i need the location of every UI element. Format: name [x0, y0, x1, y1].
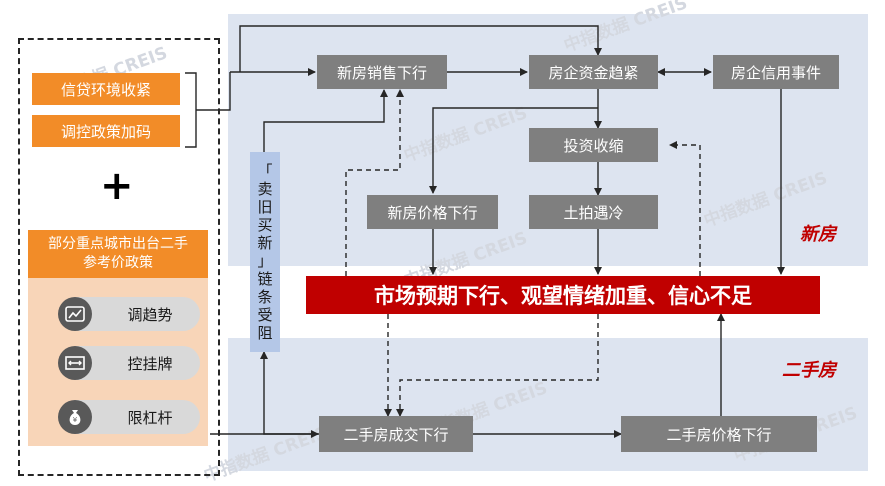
chain-char: 新: [257, 234, 273, 252]
policy-pill-label: 控挂牌: [127, 354, 173, 373]
chain-char: 链: [257, 270, 273, 288]
chain-char: 条: [257, 288, 273, 306]
policy-item-regulation: 调控政策加码: [32, 115, 180, 147]
section-label-new-house: 新房: [800, 224, 836, 245]
svg-text:¥: ¥: [73, 416, 78, 424]
node-developer-funds-tight: 房企资金趋紧: [529, 55, 658, 89]
secondhand-policy-title: 部分重点城市出台二手 参考价政策: [28, 230, 208, 278]
plus-sign: +: [100, 163, 134, 209]
trend-icon: [58, 297, 92, 331]
chain-char: 「: [257, 162, 273, 180]
policy-pill-label: 调趋势: [127, 305, 173, 324]
listing-icon: [58, 346, 92, 380]
node-secondhand-sales-down: 二手房成交下行: [319, 416, 473, 452]
node-land-auction-cold: 土拍遇冷: [529, 195, 658, 229]
chain-char: 买: [257, 216, 273, 234]
node-investment-shrink: 投资收缩: [529, 128, 658, 162]
chain-char: 」: [257, 252, 273, 270]
chain-char: 卖: [257, 180, 273, 198]
node-new-sales-down: 新房销售下行: [317, 55, 447, 89]
policy-pill-label: 限杠杆: [127, 408, 173, 427]
market-expectation-banner: 市场预期下行、观望情绪加重、信心不足: [306, 276, 820, 314]
policy-box: [18, 38, 220, 476]
node-developer-credit-events: 房企信用事件: [713, 55, 839, 89]
chain-char: 受: [257, 306, 273, 324]
section-label-second-hand: 二手房: [782, 360, 836, 381]
policy-item-credit: 信贷环境收紧: [32, 73, 180, 105]
chain-char: 旧: [257, 198, 273, 216]
node-new-price-down: 新房价格下行: [367, 195, 498, 229]
chain-char: 阻: [257, 324, 273, 342]
node-secondhand-price-down: 二手房价格下行: [621, 416, 817, 452]
money-bag-icon: ¥: [58, 400, 92, 434]
sell-old-buy-new-chain: 「 卖 旧 买 新 」 链 条 受 阻: [250, 152, 280, 352]
